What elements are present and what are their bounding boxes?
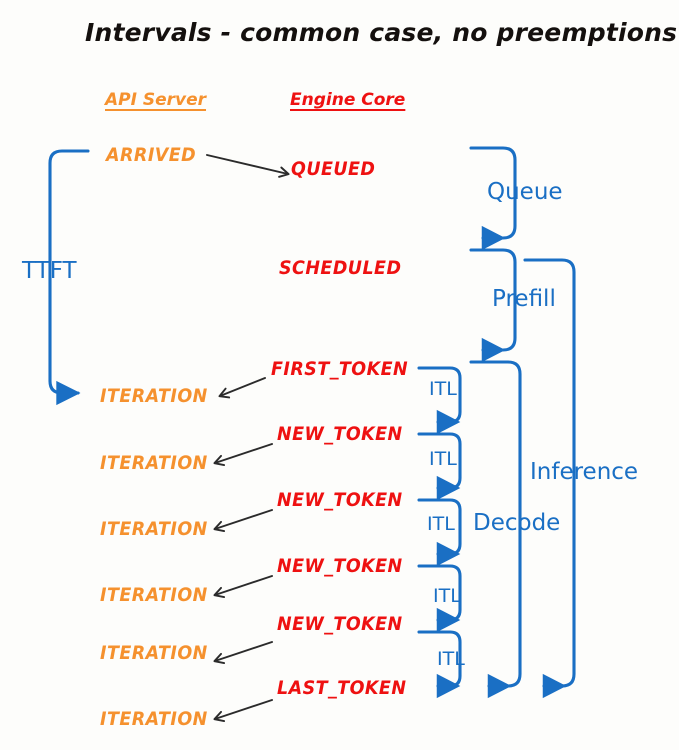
engine-event-new-token-3: NEW_TOKEN: [277, 555, 403, 577]
arrow-last-token-to-iteration: [213, 699, 273, 722]
engine-event-new-token-2: NEW_TOKEN: [277, 489, 403, 511]
api-event-iteration-6: ITERATION: [100, 708, 208, 730]
arrow-arrived-to-queued: [206, 154, 290, 178]
prefill-bracket: [469, 248, 517, 363]
interval-label-queue: Queue: [487, 179, 563, 205]
interval-label-itl-4: ITL: [433, 585, 461, 607]
interval-label-decode: Decode: [473, 510, 561, 536]
api-event-iteration-1: ITERATION: [100, 385, 208, 407]
interval-label-itl-1: ITL: [429, 378, 457, 400]
interval-label-prefill: Prefill: [492, 286, 556, 312]
engine-event-last-token: LAST_TOKEN: [277, 677, 407, 699]
itl-bracket-1: [417, 366, 462, 435]
arrow-new-token-to-iteration-1: [213, 443, 273, 466]
itl-bracket-5: [417, 630, 462, 699]
inference-bracket: [523, 258, 576, 699]
arrow-new-token-to-iteration-4: [213, 641, 273, 664]
interval-label-ttft: TTFT: [22, 258, 77, 284]
interval-label-itl-2: ITL: [429, 448, 457, 470]
page-title: Intervals - common case, no preemptions: [85, 18, 678, 47]
api-event-iteration-3: ITERATION: [100, 518, 208, 540]
ttft-bracket: [48, 149, 90, 406]
api-event-iteration-5: ITERATION: [100, 642, 208, 664]
itl-bracket-2: [417, 432, 462, 501]
engine-event-new-token-4: NEW_TOKEN: [277, 613, 403, 635]
arrow-new-token-to-iteration-2: [213, 509, 273, 532]
engine-event-scheduled: SCHEDULED: [279, 257, 402, 279]
column-header-api-server: API Server: [105, 90, 207, 110]
api-event-arrived: ARRIVED: [106, 144, 197, 166]
api-event-iteration-4: ITERATION: [100, 584, 208, 606]
interval-label-inference: Inference: [530, 459, 639, 485]
engine-event-queued: QUEUED: [291, 158, 376, 180]
interval-label-itl-3: ITL: [427, 513, 455, 535]
interval-label-itl-5: ITL: [437, 648, 465, 670]
queue-bracket: [469, 146, 517, 251]
api-event-iteration-2: ITERATION: [100, 452, 208, 474]
engine-event-first-token: FIRST_TOKEN: [271, 358, 409, 380]
itl-bracket-4: [417, 564, 462, 633]
arrow-first-token-to-iteration: [218, 377, 266, 399]
arrow-new-token-to-iteration-3: [213, 575, 273, 598]
itl-bracket-3: [417, 498, 462, 567]
decode-bracket: [469, 360, 522, 699]
engine-event-new-token-1: NEW_TOKEN: [277, 423, 403, 445]
column-header-engine-core: Engine Core: [290, 90, 406, 110]
